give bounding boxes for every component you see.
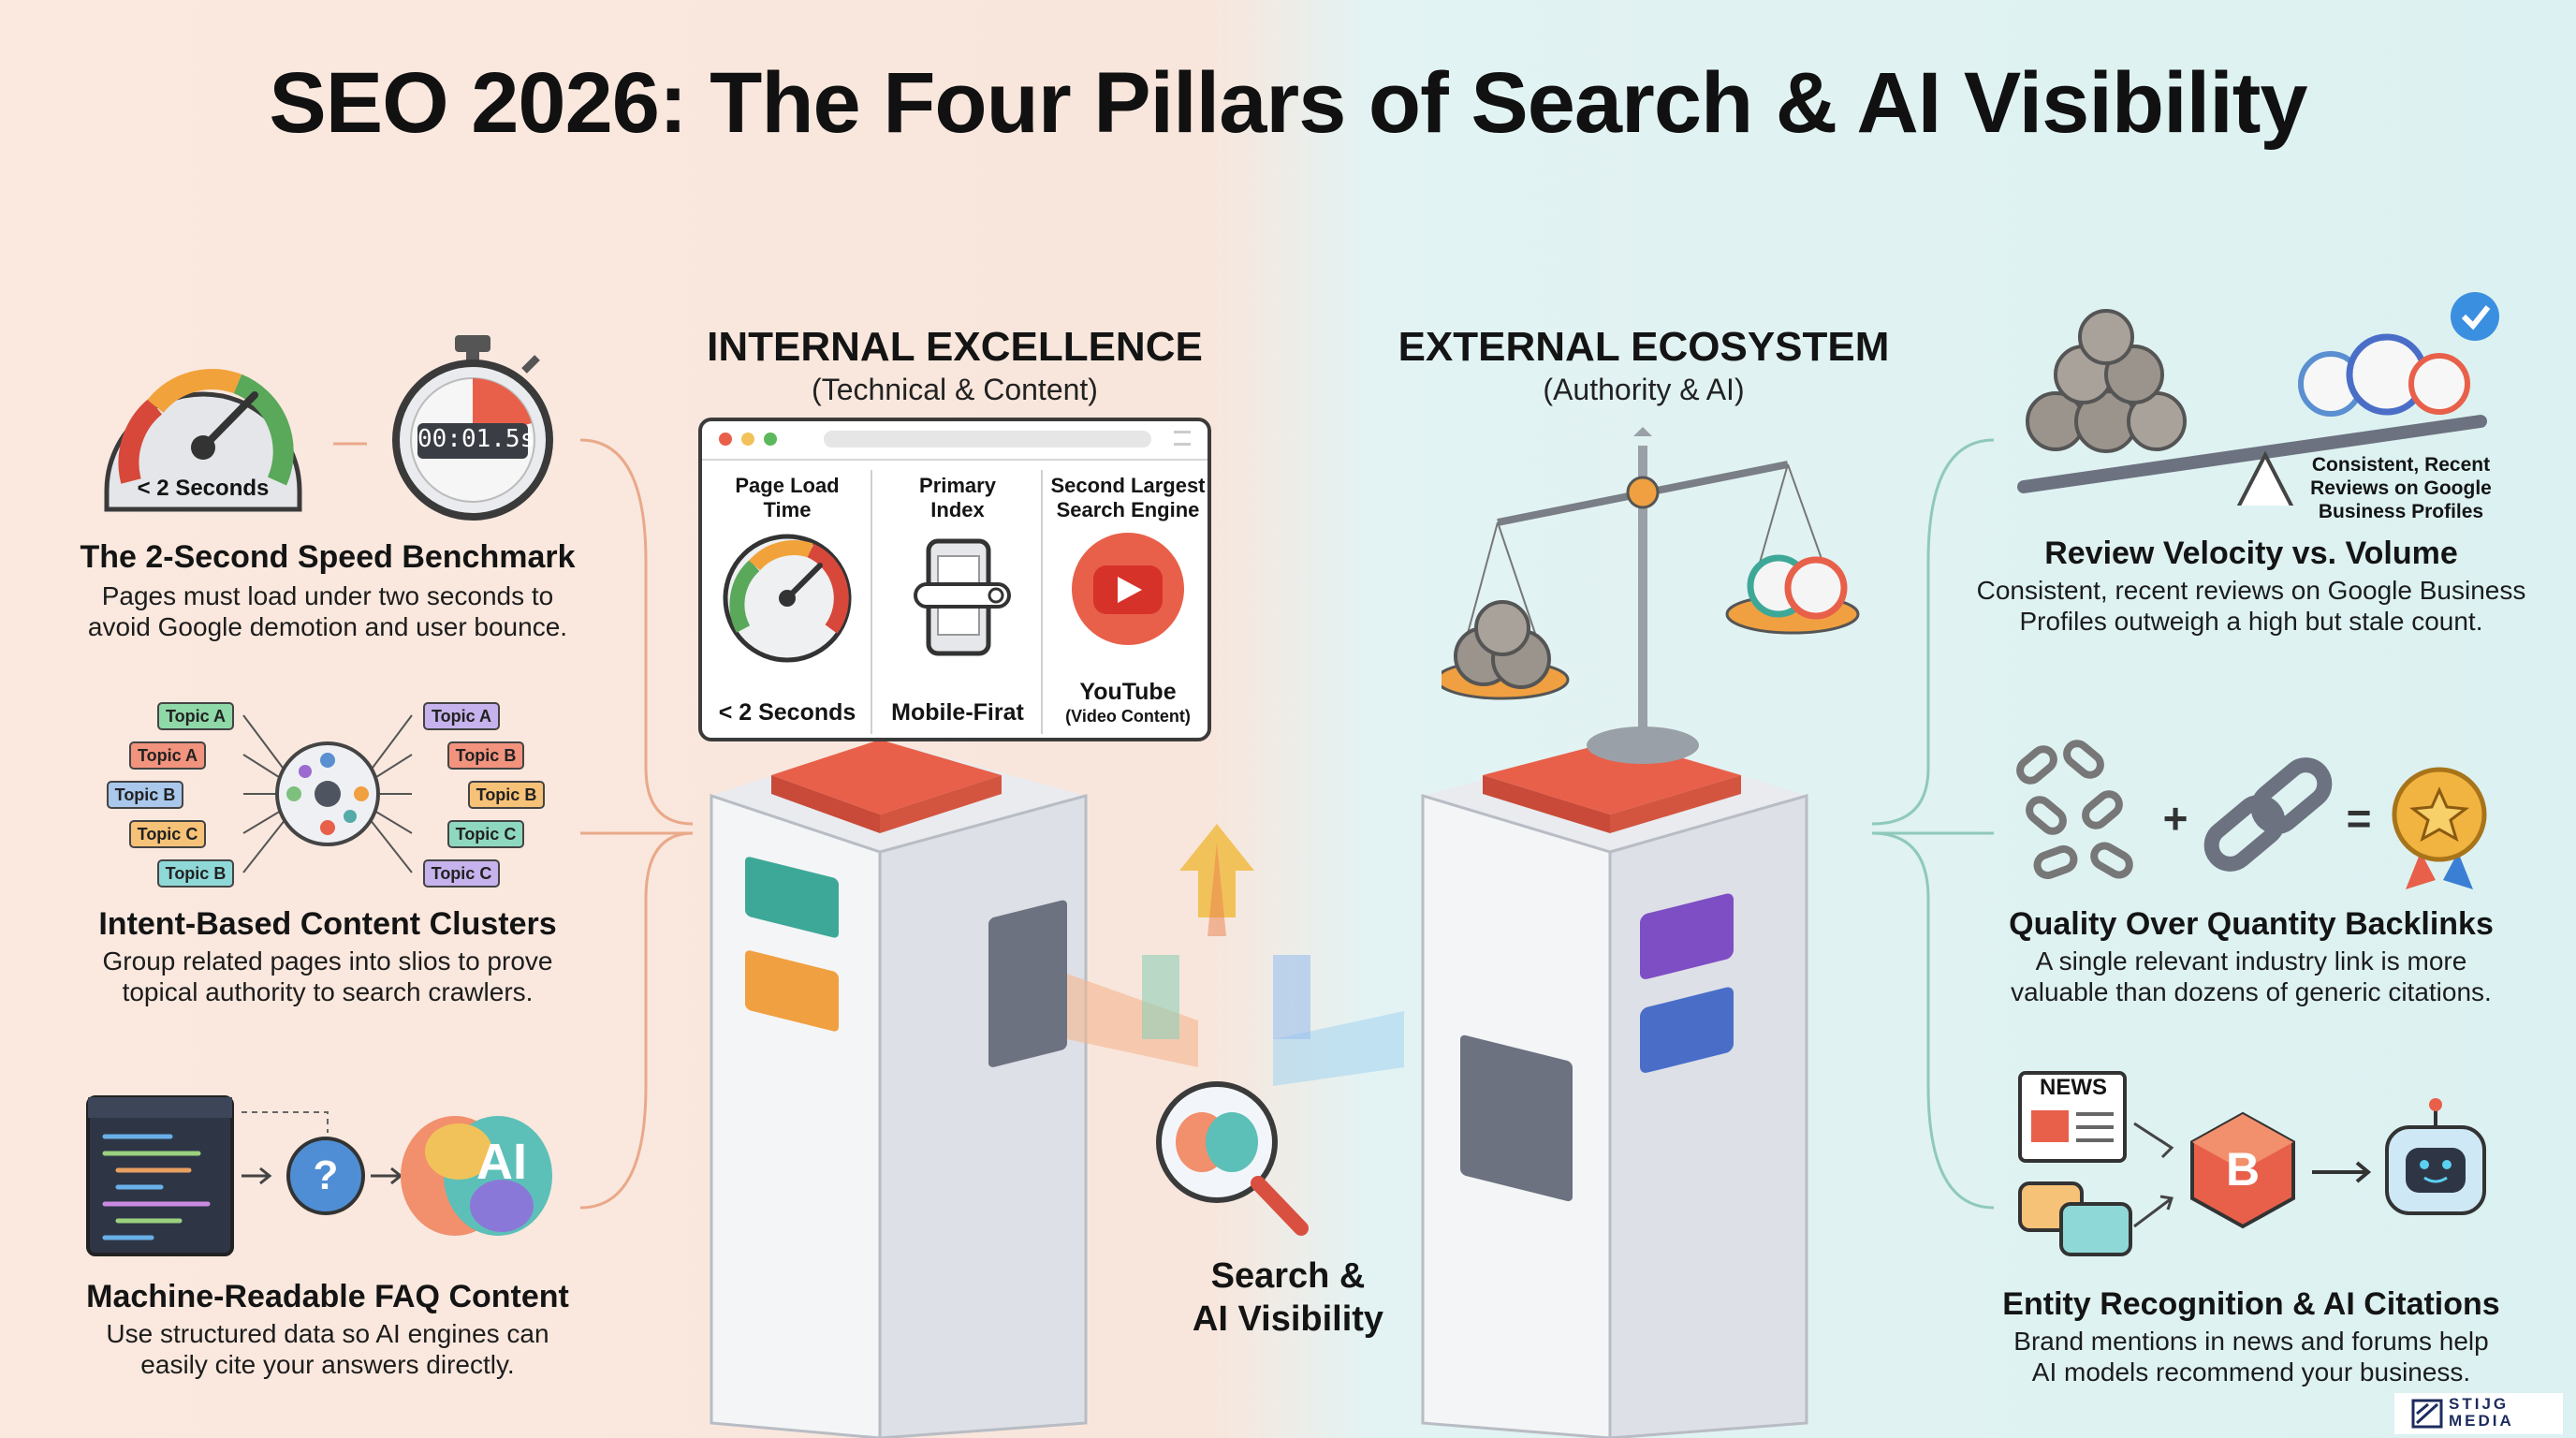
youtube-play-icon bbox=[1072, 533, 1184, 645]
review-seesaw-icon bbox=[2017, 292, 2499, 506]
topic-right-2: Topic B bbox=[447, 741, 524, 770]
svg-text:=: = bbox=[2347, 794, 2372, 843]
connector-faq bbox=[579, 831, 694, 1210]
backlinks-equation-icon: + = bbox=[2016, 740, 2487, 889]
url-bar bbox=[824, 431, 1151, 448]
primary-index-value: Mobile-Firat bbox=[891, 699, 1024, 726]
reviews-title: Review Velocity vs. Volume bbox=[2044, 536, 2458, 571]
entity-flow-icon bbox=[2018, 1071, 2486, 1256]
search-ai-visibility-label: Search &AI Visibility bbox=[1192, 1256, 1384, 1339]
topic-left-3: Topic B bbox=[107, 781, 183, 809]
topic-right-1: Topic A bbox=[423, 702, 500, 730]
load-gauge-icon bbox=[723, 534, 852, 663]
svg-text:+: + bbox=[2163, 794, 2188, 843]
balance-scale-icon bbox=[1442, 427, 1860, 764]
brand-logo-icon bbox=[2411, 1399, 2443, 1429]
topic-left-2: Topic A bbox=[129, 741, 206, 770]
external-heading: EXTERNAL ECOSYSTEM bbox=[1398, 324, 1890, 370]
topic-left-1: Topic A bbox=[157, 702, 234, 730]
faq-title: Machine-Readable FAQ Content bbox=[86, 1279, 569, 1314]
timer-readout: 00:01.5s bbox=[417, 425, 535, 453]
page-load-value: < 2 Seconds bbox=[718, 699, 856, 726]
minimize-dot-icon bbox=[741, 433, 754, 446]
second-engine-value: YouTube bbox=[1079, 679, 1177, 705]
page-title: SEO 2026: The Four Pillars of Search & A… bbox=[269, 55, 2307, 151]
topic-right-3: Topic B bbox=[468, 781, 545, 809]
topic-right-5: Topic C bbox=[423, 859, 500, 888]
pillars-illustration bbox=[710, 740, 1808, 1438]
mobile-phone-icon bbox=[914, 538, 1011, 656]
second-engine-note: (Video Content) bbox=[1065, 707, 1191, 726]
gauge-label: < 2 Seconds bbox=[137, 476, 270, 501]
external-subheading: (Authority & AI) bbox=[1543, 373, 1745, 406]
entity-title: Entity Recognition & AI Citations bbox=[2002, 1286, 2500, 1322]
clusters-title: Intent-Based Content Clusters bbox=[98, 906, 557, 942]
topic-right-4: Topic C bbox=[447, 820, 524, 848]
faq-flow-icon: ? bbox=[86, 1095, 552, 1256]
reviews-desc: Consistent, recent reviews on Google Bus… bbox=[1976, 576, 2526, 636]
faq-brain-label: AI bbox=[476, 1134, 527, 1190]
svg-text:?: ? bbox=[314, 1152, 339, 1198]
backlinks-title: Quality Over Quantity Backlinks bbox=[2009, 906, 2494, 942]
brand-hex-letter: B bbox=[2225, 1143, 2261, 1196]
topic-left-5: Topic B bbox=[157, 859, 234, 888]
menu-icon bbox=[1174, 431, 1191, 446]
connector-reviews bbox=[1871, 438, 1995, 826]
browser-titlebar bbox=[702, 421, 1208, 461]
topic-left-4: Topic C bbox=[129, 820, 206, 848]
column-divider bbox=[1041, 470, 1043, 734]
connector-speed bbox=[579, 438, 694, 826]
stopwatch-icon bbox=[392, 335, 553, 521]
speed-title: The 2-Second Speed Benchmark bbox=[80, 539, 576, 575]
close-dot-icon bbox=[719, 433, 732, 446]
column-divider bbox=[871, 470, 872, 734]
speed-gauge-icon bbox=[104, 369, 302, 512]
maximize-dot-icon bbox=[764, 433, 777, 446]
connector-entity bbox=[1871, 831, 1995, 1210]
news-label: NEWS bbox=[2040, 1075, 2107, 1100]
cluster-diagram-icon bbox=[242, 714, 413, 873]
internal-subheading: (Technical & Content) bbox=[812, 373, 1098, 406]
internal-heading: INTERNAL EXCELLENCE bbox=[707, 324, 1203, 370]
